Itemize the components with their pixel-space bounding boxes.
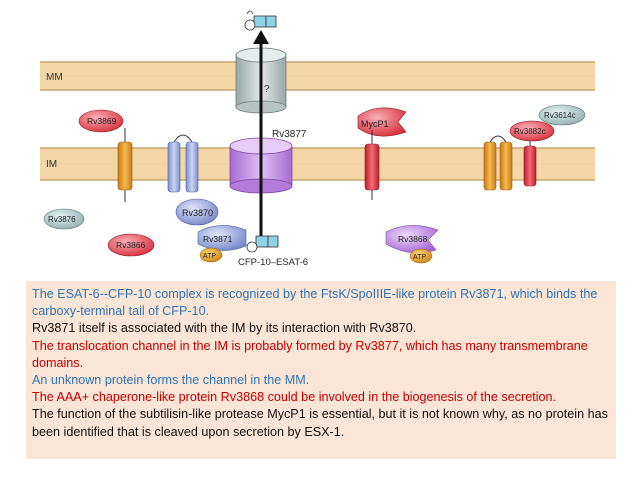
rv3868-atp-label: ATP — [413, 254, 426, 261]
caption-line-2: Rv3871 itself is associated with the IM … — [32, 321, 417, 336]
mycp1-tm-domain — [364, 143, 380, 191]
rv3869-label: Rv3869 — [87, 116, 117, 126]
outer-membrane-label: MM — [46, 72, 63, 83]
caption-line-4: An unknown protein forms the channel in … — [32, 373, 310, 388]
right-tm-protein — [483, 135, 513, 191]
rv3614c-label: Rv3614c — [544, 111, 576, 120]
rv3871-protein — [197, 225, 247, 251]
inner-membrane-label: IM — [46, 159, 57, 170]
mm-channel-question: ? — [264, 84, 270, 95]
rv3871-label: Rv3871 — [203, 234, 233, 244]
rv3614c-ball — [538, 104, 586, 126]
caption-line-6: The function of the subtilisin-like prot… — [32, 407, 608, 439]
rv3877-label: Rv3877 — [272, 129, 307, 140]
rv3866-ball — [107, 233, 155, 257]
rv3882c-label: Rv3882c — [514, 127, 546, 136]
rv3869-protein — [117, 128, 133, 202]
caption-box: The ESAT-6--CFP-10 complex is recognized… — [26, 281, 616, 459]
secretion-arrow — [253, 30, 269, 240]
caption-line-1: The ESAT-6--CFP-10 complex is recognized… — [32, 287, 598, 319]
rv3882c-protein — [509, 120, 555, 187]
rv3870-ball — [175, 198, 219, 226]
rv3871-atp — [199, 247, 223, 263]
rv3871-atp-label: ATP — [203, 253, 216, 260]
cfp10-esat6-complex-icon — [246, 235, 279, 253]
caption-line-3: The translocation channel in the IM is p… — [32, 338, 588, 370]
rv3868-label: Rv3868 — [398, 234, 428, 244]
caption-line-5: The AAA+ chaperone-like protein Rv3868 c… — [32, 390, 557, 405]
esx1-secretion-diagram: MM IM ? Rv3877 CFP-10–ESAT-6 — [40, 10, 595, 268]
rv3868-protein — [385, 225, 439, 254]
outer-membrane — [40, 61, 595, 91]
mycp1-label: MycP1 — [361, 119, 389, 129]
rv3866-label: Rv3866 — [116, 240, 146, 250]
rv3870-tm-domains — [167, 134, 199, 193]
rv3876-ball — [43, 208, 85, 230]
rv3870-label: Rv3870 — [182, 208, 213, 218]
rv3876-label: Rv3876 — [48, 215, 76, 224]
substrate-label: CFP-10–ESAT-6 — [238, 257, 308, 268]
secreted-substrate-icon — [244, 10, 277, 31]
rv3868-atp — [409, 248, 433, 264]
rv3869-ball — [78, 109, 124, 133]
